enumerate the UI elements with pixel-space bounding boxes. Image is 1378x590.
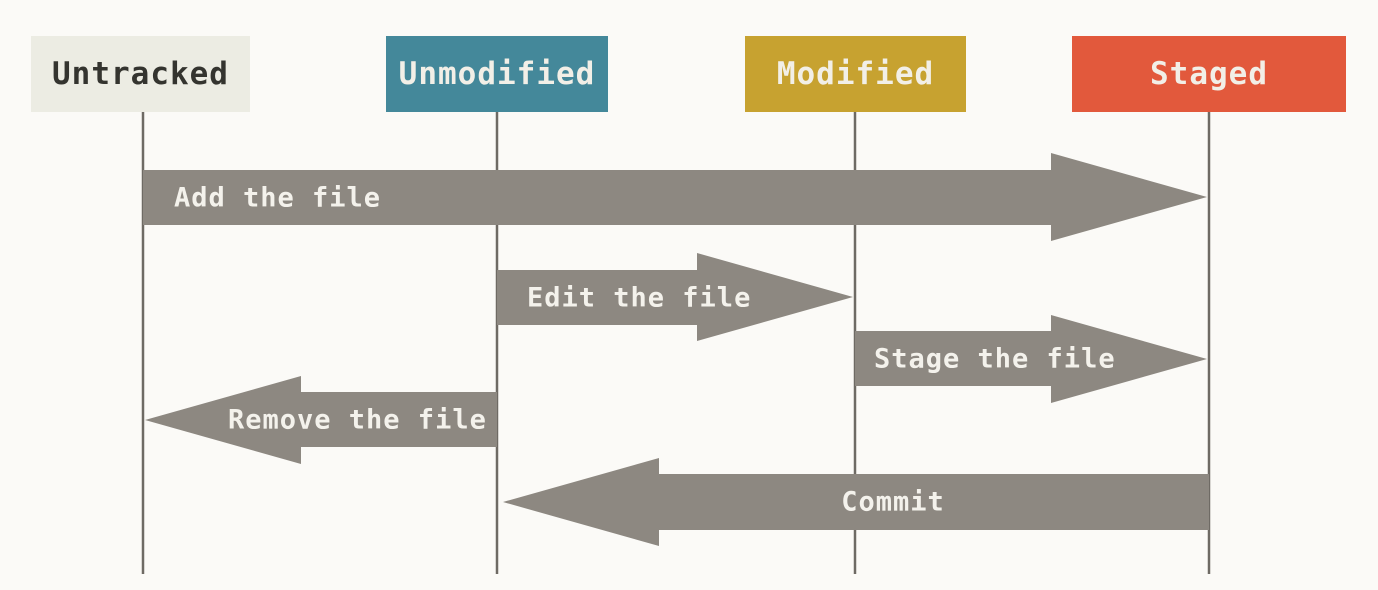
arrow-commit	[503, 458, 1209, 546]
transition-label-remove-the-file: Remove the file	[228, 404, 487, 436]
state-label-untracked: Untracked	[52, 56, 229, 92]
transition-label-add-the-file: Add the file	[174, 182, 382, 214]
transition-label-edit-the-file: Edit the file	[527, 282, 752, 314]
transition-label-commit: Commit	[841, 486, 945, 518]
state-box-staged: Staged	[1072, 36, 1346, 112]
arrow-add-the-file	[143, 153, 1207, 241]
arrow-edit-the-file	[497, 253, 853, 341]
arrow-remove-the-file	[145, 376, 497, 464]
arrow-stage-the-file	[855, 315, 1207, 403]
state-box-untracked: Untracked	[31, 36, 250, 112]
state-label-staged: Staged	[1150, 56, 1268, 92]
state-label-modified: Modified	[776, 56, 935, 92]
state-box-unmodified: Unmodified	[386, 36, 608, 112]
transition-label-stage-the-file: Stage the file	[874, 343, 1116, 375]
state-label-unmodified: Unmodified	[398, 56, 596, 92]
state-box-modified: Modified	[745, 36, 966, 112]
